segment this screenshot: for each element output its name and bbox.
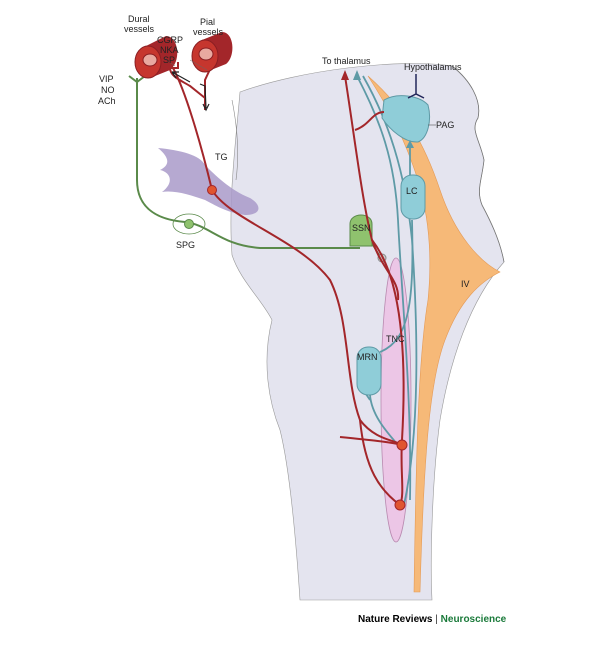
dural-vessel <box>134 36 178 79</box>
tnc-neuron-lower <box>394 499 406 511</box>
label-tg: TG <box>215 152 228 162</box>
credit-separator: | <box>435 614 438 625</box>
label-hypothalamus: Hypothalamus <box>404 62 462 72</box>
label-tnc: TNC <box>386 334 405 344</box>
label-iv: IV <box>461 279 470 289</box>
trigeminal-ganglion <box>158 148 259 215</box>
tg-cell-body <box>207 185 217 195</box>
trigeminal-pathway <box>165 62 405 506</box>
label-mrn: MRN <box>357 352 378 362</box>
skull-outline <box>231 99 238 181</box>
tnc-nucleus <box>380 257 412 543</box>
label-ssn: SSN <box>352 223 371 233</box>
brainstem-outline <box>230 63 505 601</box>
label-pag: PAG <box>436 120 454 130</box>
label-no: NO <box>101 85 115 95</box>
label-nka: NKA <box>160 45 179 55</box>
label-ach: ACh <box>98 96 116 106</box>
label-spg: SPG <box>176 240 195 250</box>
spg-ganglion-outline <box>172 213 206 235</box>
orthodromic-arrow <box>199 83 210 112</box>
credit-journal: Neuroscience <box>440 614 507 625</box>
label-to-thalamus: To thalamus <box>322 56 371 66</box>
to-thalamus-arrow <box>341 70 349 80</box>
label-cgrp: CGRP <box>157 35 183 45</box>
label-pial-1: Pial <box>200 17 215 27</box>
label-pial-2: vessels <box>193 27 224 37</box>
lc-nucleus <box>400 174 426 220</box>
label-sp: SP <box>163 55 175 65</box>
label-vip: VIP <box>99 74 114 84</box>
label-dural-1: Dural <box>128 14 150 24</box>
ssn-nucleus <box>349 214 373 247</box>
figure-credit: Nature Reviews | Neuroscience <box>358 614 506 625</box>
label-dural-2: vessels <box>124 24 155 34</box>
credit-publisher: Nature Reviews <box>358 614 433 625</box>
to-thalamus-teal-arrow <box>353 70 361 80</box>
hypothalamus-pathway <box>407 74 425 99</box>
face-profile <box>451 65 505 263</box>
tnc-neuron-upper <box>396 439 408 451</box>
antidromic-arrow <box>171 71 191 83</box>
mrn-nucleus <box>356 346 382 396</box>
fourth-ventricle <box>367 75 501 593</box>
pag-nucleus <box>381 95 431 143</box>
lc-ascending-arrow <box>406 140 414 148</box>
pial-vessel <box>191 32 233 73</box>
spg-ganglion <box>184 219 194 229</box>
label-lc: LC <box>406 186 418 196</box>
